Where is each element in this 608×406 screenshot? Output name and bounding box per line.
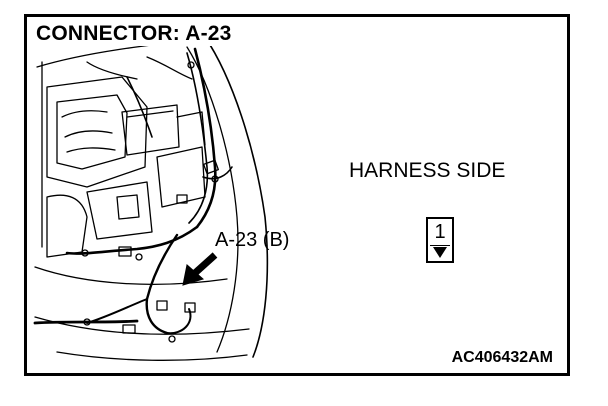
wire-harness-upper bbox=[193, 47, 217, 229]
engine-block bbox=[46, 76, 148, 188]
connector-ref-label: A-23 (B) bbox=[215, 229, 290, 251]
battery-box bbox=[121, 104, 180, 156]
connector-pin-diagram: 1 bbox=[426, 217, 454, 263]
connector-title: CONNECTOR: A-23 bbox=[34, 22, 234, 46]
fender-outline bbox=[204, 36, 269, 358]
figure-id: AC406432AM bbox=[451, 349, 553, 366]
pin-number: 1 bbox=[434, 221, 446, 243]
harness-side-label: HARNESS SIDE bbox=[349, 159, 506, 182]
harness-connector bbox=[203, 159, 219, 175]
engine-bay-illustration bbox=[33, 36, 269, 361]
diagram-frame: CONNECTOR: A-23 bbox=[24, 14, 570, 376]
pin-divider bbox=[430, 245, 450, 246]
lock-tab-icon bbox=[433, 247, 447, 258]
bumper-line bbox=[34, 266, 228, 286]
connector-arrow bbox=[182, 252, 218, 286]
wire-harness-lower bbox=[65, 225, 199, 255]
